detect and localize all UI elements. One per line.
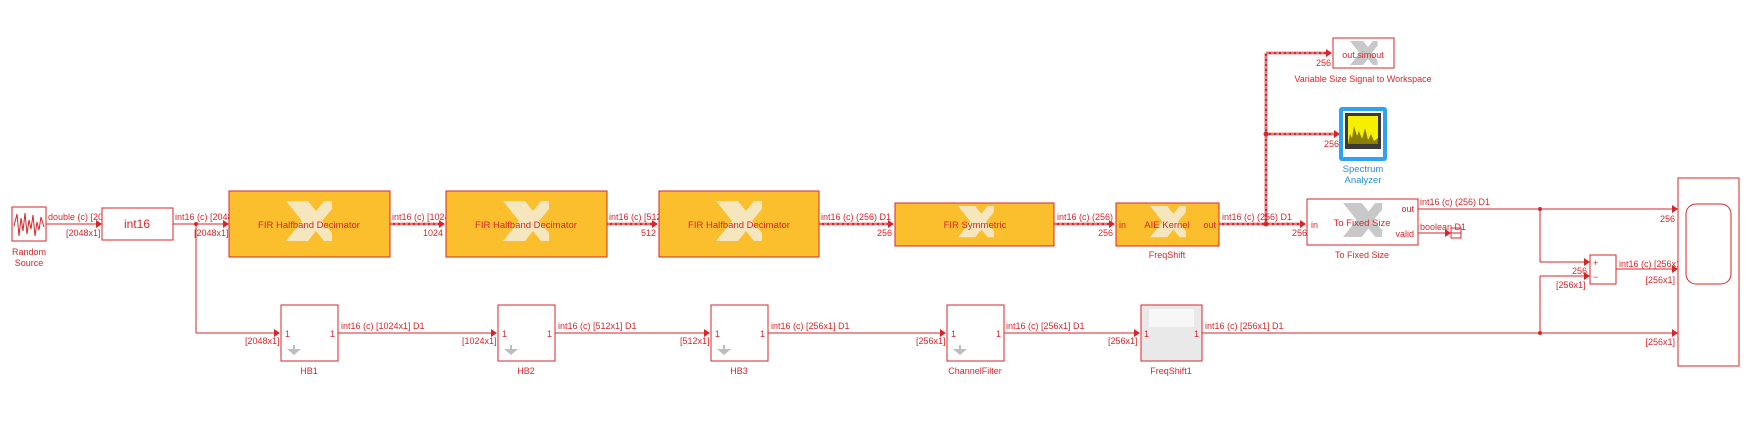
- in-port-number: 1: [951, 329, 956, 339]
- port-dimension-label: 1024: [423, 228, 443, 238]
- port-dimension-label: 256: [877, 228, 892, 238]
- port-datatype-label: int16 (c) (256) D1: [1222, 212, 1292, 222]
- aie-kernel-name: FreqShift: [1149, 250, 1186, 260]
- hb3-name: HB3: [730, 366, 748, 376]
- in-port-label: in: [1311, 220, 1318, 230]
- scope-block[interactable]: 256 [256x1] [256x1]: [1645, 177, 1740, 367]
- spectrum-name-2: Analyzer: [1345, 175, 1382, 186]
- spectrum-name-1: Spectrum: [1343, 164, 1384, 175]
- port-datatype-label: boolean D1: [1420, 222, 1466, 232]
- in-port-label: in: [1119, 220, 1126, 230]
- port-datatype-label: int16 (c) [256x1] D1: [1205, 321, 1284, 331]
- port-dimension-label: [256x1]: [1556, 280, 1586, 290]
- random-signal-icon: [13, 212, 45, 237]
- port-dimension-label: [1024x1]: [462, 336, 497, 346]
- fir-label: FIR Halfband Decimator: [258, 220, 360, 231]
- out-port-number: 1: [760, 329, 765, 339]
- fir-label: FIR Halfband Decimator: [475, 220, 577, 231]
- port-dimension-label: 512: [641, 228, 656, 238]
- port-datatype-label: int16 (c) [256x1] D1: [771, 321, 850, 331]
- hb1-subsystem[interactable]: 1 1 HB1 int16 (c) [1024x1] D1 [2048x1]: [245, 304, 425, 376]
- port-dimension-label: [2048x1]: [245, 336, 280, 346]
- freqshift1-block[interactable]: 1 1 FreqShift1 int16 (c) [256x1] D1 [256…: [1108, 304, 1284, 376]
- port-datatype-label: int16 (c) [512: [609, 212, 662, 222]
- spectrum-analyzer-block[interactable]: 256 Spectrum Analyzer: [1324, 107, 1387, 186]
- to-workspace-block[interactable]: out.simout Variable Size Signal to Works…: [1294, 37, 1432, 84]
- subsystem-arrow-icon: [717, 345, 731, 355]
- fir-label: FIR Halfband Decimator: [688, 220, 790, 231]
- subsystem-arrow-icon: [287, 345, 301, 355]
- spectrum-icon: [1348, 126, 1378, 144]
- port-dimension-label: [256x1]: [916, 336, 946, 346]
- in-port-number: 1: [715, 329, 720, 339]
- aie-kernel-block[interactable]: AIE Kernel in out FreqShift int16 (c) (2…: [1115, 202, 1307, 260]
- port-datatype-label: int16 (c) [1024x1] D1: [341, 321, 425, 331]
- to-fixed-size-block[interactable]: To Fixed Size in out valid To Fixed Size…: [1306, 197, 1490, 260]
- random-source-name-2: Source: [15, 258, 44, 268]
- in-port-number: 1: [285, 329, 290, 339]
- fir-symmetric-block[interactable]: FIR Symmetric int16 (c) (256) D 256: [894, 202, 1123, 247]
- to-fixed-size-name: To Fixed Size: [1335, 250, 1389, 260]
- port-dimension-label: 256: [1660, 214, 1675, 224]
- channel-filter-name: ChannelFilter: [948, 366, 1002, 376]
- out-port-number: 1: [1194, 329, 1199, 339]
- port-dimension-label: 256: [1572, 266, 1587, 276]
- port-dimension-label: [256x1]: [1108, 336, 1138, 346]
- signal-lines: [46, 49, 1678, 337]
- valid-port-label: valid: [1395, 229, 1414, 239]
- sum-plus-sign: +: [1593, 258, 1598, 268]
- freqshift1-name: FreqShift1: [1150, 366, 1192, 376]
- port-datatype-label: double (c) [204: [48, 212, 108, 222]
- hb2-subsystem[interactable]: 1 1 HB2 int16 (c) [512x1] D1 [1024x1]: [462, 304, 637, 376]
- port-dimension-label: [512x1]: [680, 336, 710, 346]
- fir-halfband-decimator-1[interactable]: FIR Halfband Decimator int16 (c) [1024 1…: [228, 190, 450, 258]
- subsystem-arrow-icon: [504, 345, 518, 355]
- port-dimension-label: [2048x1]: [66, 228, 101, 238]
- fir-label: FIR Symmetric: [944, 220, 1007, 231]
- in-port-number: 1: [502, 329, 507, 339]
- terminator-block[interactable]: [1450, 227, 1462, 239]
- port-dimension-label: [256x1]: [1645, 275, 1675, 285]
- port-dimension-label: [2048x1]: [194, 228, 229, 238]
- random-source-block[interactable]: Random Source double (c) [204 [2048x1]: [11, 206, 108, 268]
- port-dimension-label: [256x1]: [1645, 337, 1675, 347]
- port-datatype-label: int16 (c) (256) D1: [821, 212, 891, 222]
- port-dimension-label: 256: [1292, 228, 1307, 238]
- out-port-label: out: [1401, 204, 1414, 214]
- scope-screen-icon: [1685, 203, 1732, 285]
- port-datatype-label: int16 (c) (256) D: [1057, 212, 1123, 222]
- port-datatype-label: int16 (c) [1024: [392, 212, 450, 222]
- port-dimension-label: 256: [1316, 58, 1331, 68]
- workspace-variable-label: out.simout: [1342, 50, 1384, 60]
- hb1-name: HB1: [300, 366, 318, 376]
- fir-halfband-decimator-2[interactable]: FIR Halfband Decimator int16 (c) [512 51…: [445, 190, 662, 258]
- out-port-number: 1: [330, 329, 335, 339]
- out-port-number: 1: [547, 329, 552, 339]
- sum-minus-sign: −: [1593, 272, 1598, 282]
- aie-kernel-label: AIE Kernel: [1144, 220, 1189, 231]
- port-datatype-label: int16 (c) [256x1] D1: [1006, 321, 1085, 331]
- port-dimension-label: 256: [1324, 139, 1339, 149]
- int16-convert-block[interactable]: int16 int16 (c) [2048x1] D1 [2048x1]: [101, 207, 259, 241]
- to-fixed-size-label: To Fixed Size: [1333, 218, 1390, 229]
- random-source-name-1: Random: [12, 247, 46, 257]
- to-workspace-name: Variable Size Signal to Workspace: [1294, 74, 1431, 84]
- fir-halfband-decimator-3[interactable]: FIR Halfband Decimator int16 (c) (256) D…: [658, 190, 892, 258]
- port-datatype-label: int16 (c) [512x1] D1: [558, 321, 637, 331]
- sum-block[interactable]: + − int16 (c) [256x1] D1 256 [256x1]: [1556, 254, 1698, 290]
- hb3-subsystem[interactable]: 1 1 HB3 int16 (c) [256x1] D1 [512x1]: [680, 304, 850, 376]
- port-dimension-label: 256: [1098, 228, 1113, 238]
- in-port-number: 1: [1144, 329, 1149, 339]
- convert-label: int16: [124, 217, 150, 231]
- out-port-label: out: [1203, 220, 1216, 230]
- port-datatype-label: int16 (c) (256) D1: [1420, 197, 1490, 207]
- out-port-number: 1: [996, 329, 1001, 339]
- hb2-name: HB2: [517, 366, 535, 376]
- subsystem-arrow-icon: [953, 345, 967, 355]
- port-datatype-label: int16 (c) [256x1] D1: [1619, 259, 1698, 269]
- channel-filter-subsystem[interactable]: 1 1 ChannelFilter int16 (c) [256x1] D1 […: [916, 304, 1085, 376]
- port-datatype-label: int16 (c) [2048x1] D1: [175, 212, 259, 222]
